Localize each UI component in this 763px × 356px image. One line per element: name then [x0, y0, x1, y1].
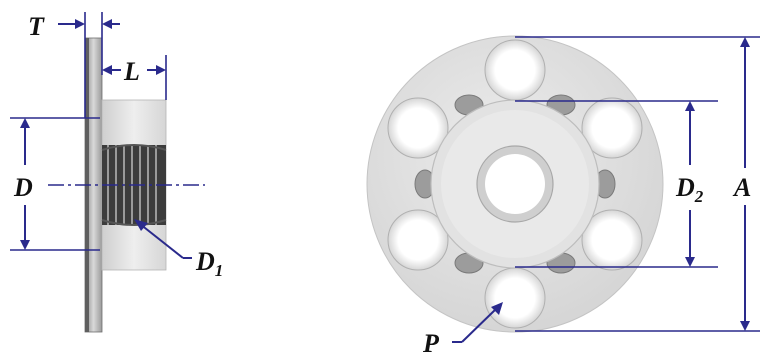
- mounting-holes: [387, 39, 643, 329]
- label-t: T: [28, 12, 45, 41]
- label-p: P: [422, 329, 440, 356]
- dim-t: [58, 12, 120, 118]
- dim-d1: [134, 219, 192, 259]
- label-d1: D1: [195, 247, 223, 280]
- dim-l: [102, 55, 167, 100]
- dim-d2: [515, 100, 718, 268]
- dim-a: [515, 36, 760, 332]
- dim-d: [10, 117, 100, 251]
- label-l: L: [123, 57, 140, 86]
- label-d: D: [13, 173, 33, 202]
- label-a: A: [732, 173, 751, 202]
- dim-p: [452, 302, 503, 343]
- front-view-part: [366, 35, 664, 333]
- label-d2: D2: [675, 173, 704, 206]
